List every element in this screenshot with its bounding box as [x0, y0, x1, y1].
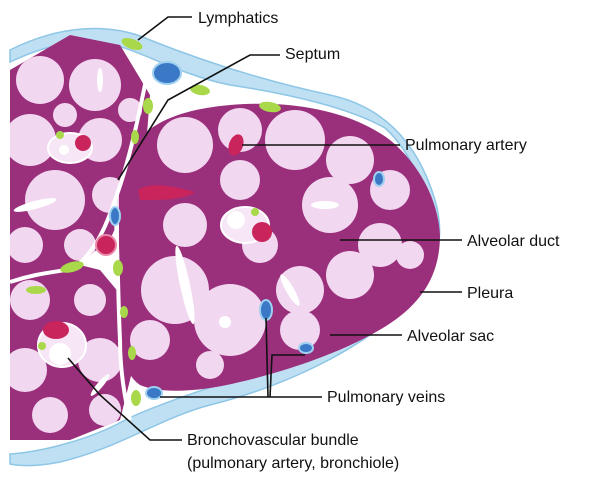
- label-pulmonary-veins: Pulmonary veins: [327, 389, 445, 406]
- label-pulmonary-artery: Pulmonary artery: [405, 137, 527, 154]
- label-septum: Septum: [285, 46, 340, 63]
- septal-artery-vessel: [96, 235, 116, 255]
- label-bronchovascular-bundle-detail: (pulmonary artery, bronchiole): [187, 455, 399, 472]
- label-lymphatics: Lymphatics: [198, 10, 278, 27]
- label-bronchovascular-bundle: Bronchovascular bundle: [187, 432, 359, 449]
- label-pleura: Pleura: [467, 285, 513, 302]
- label-alveolar-duct: Alveolar duct: [467, 233, 560, 250]
- label-alveolar-sac: Alveolar sac: [407, 328, 494, 345]
